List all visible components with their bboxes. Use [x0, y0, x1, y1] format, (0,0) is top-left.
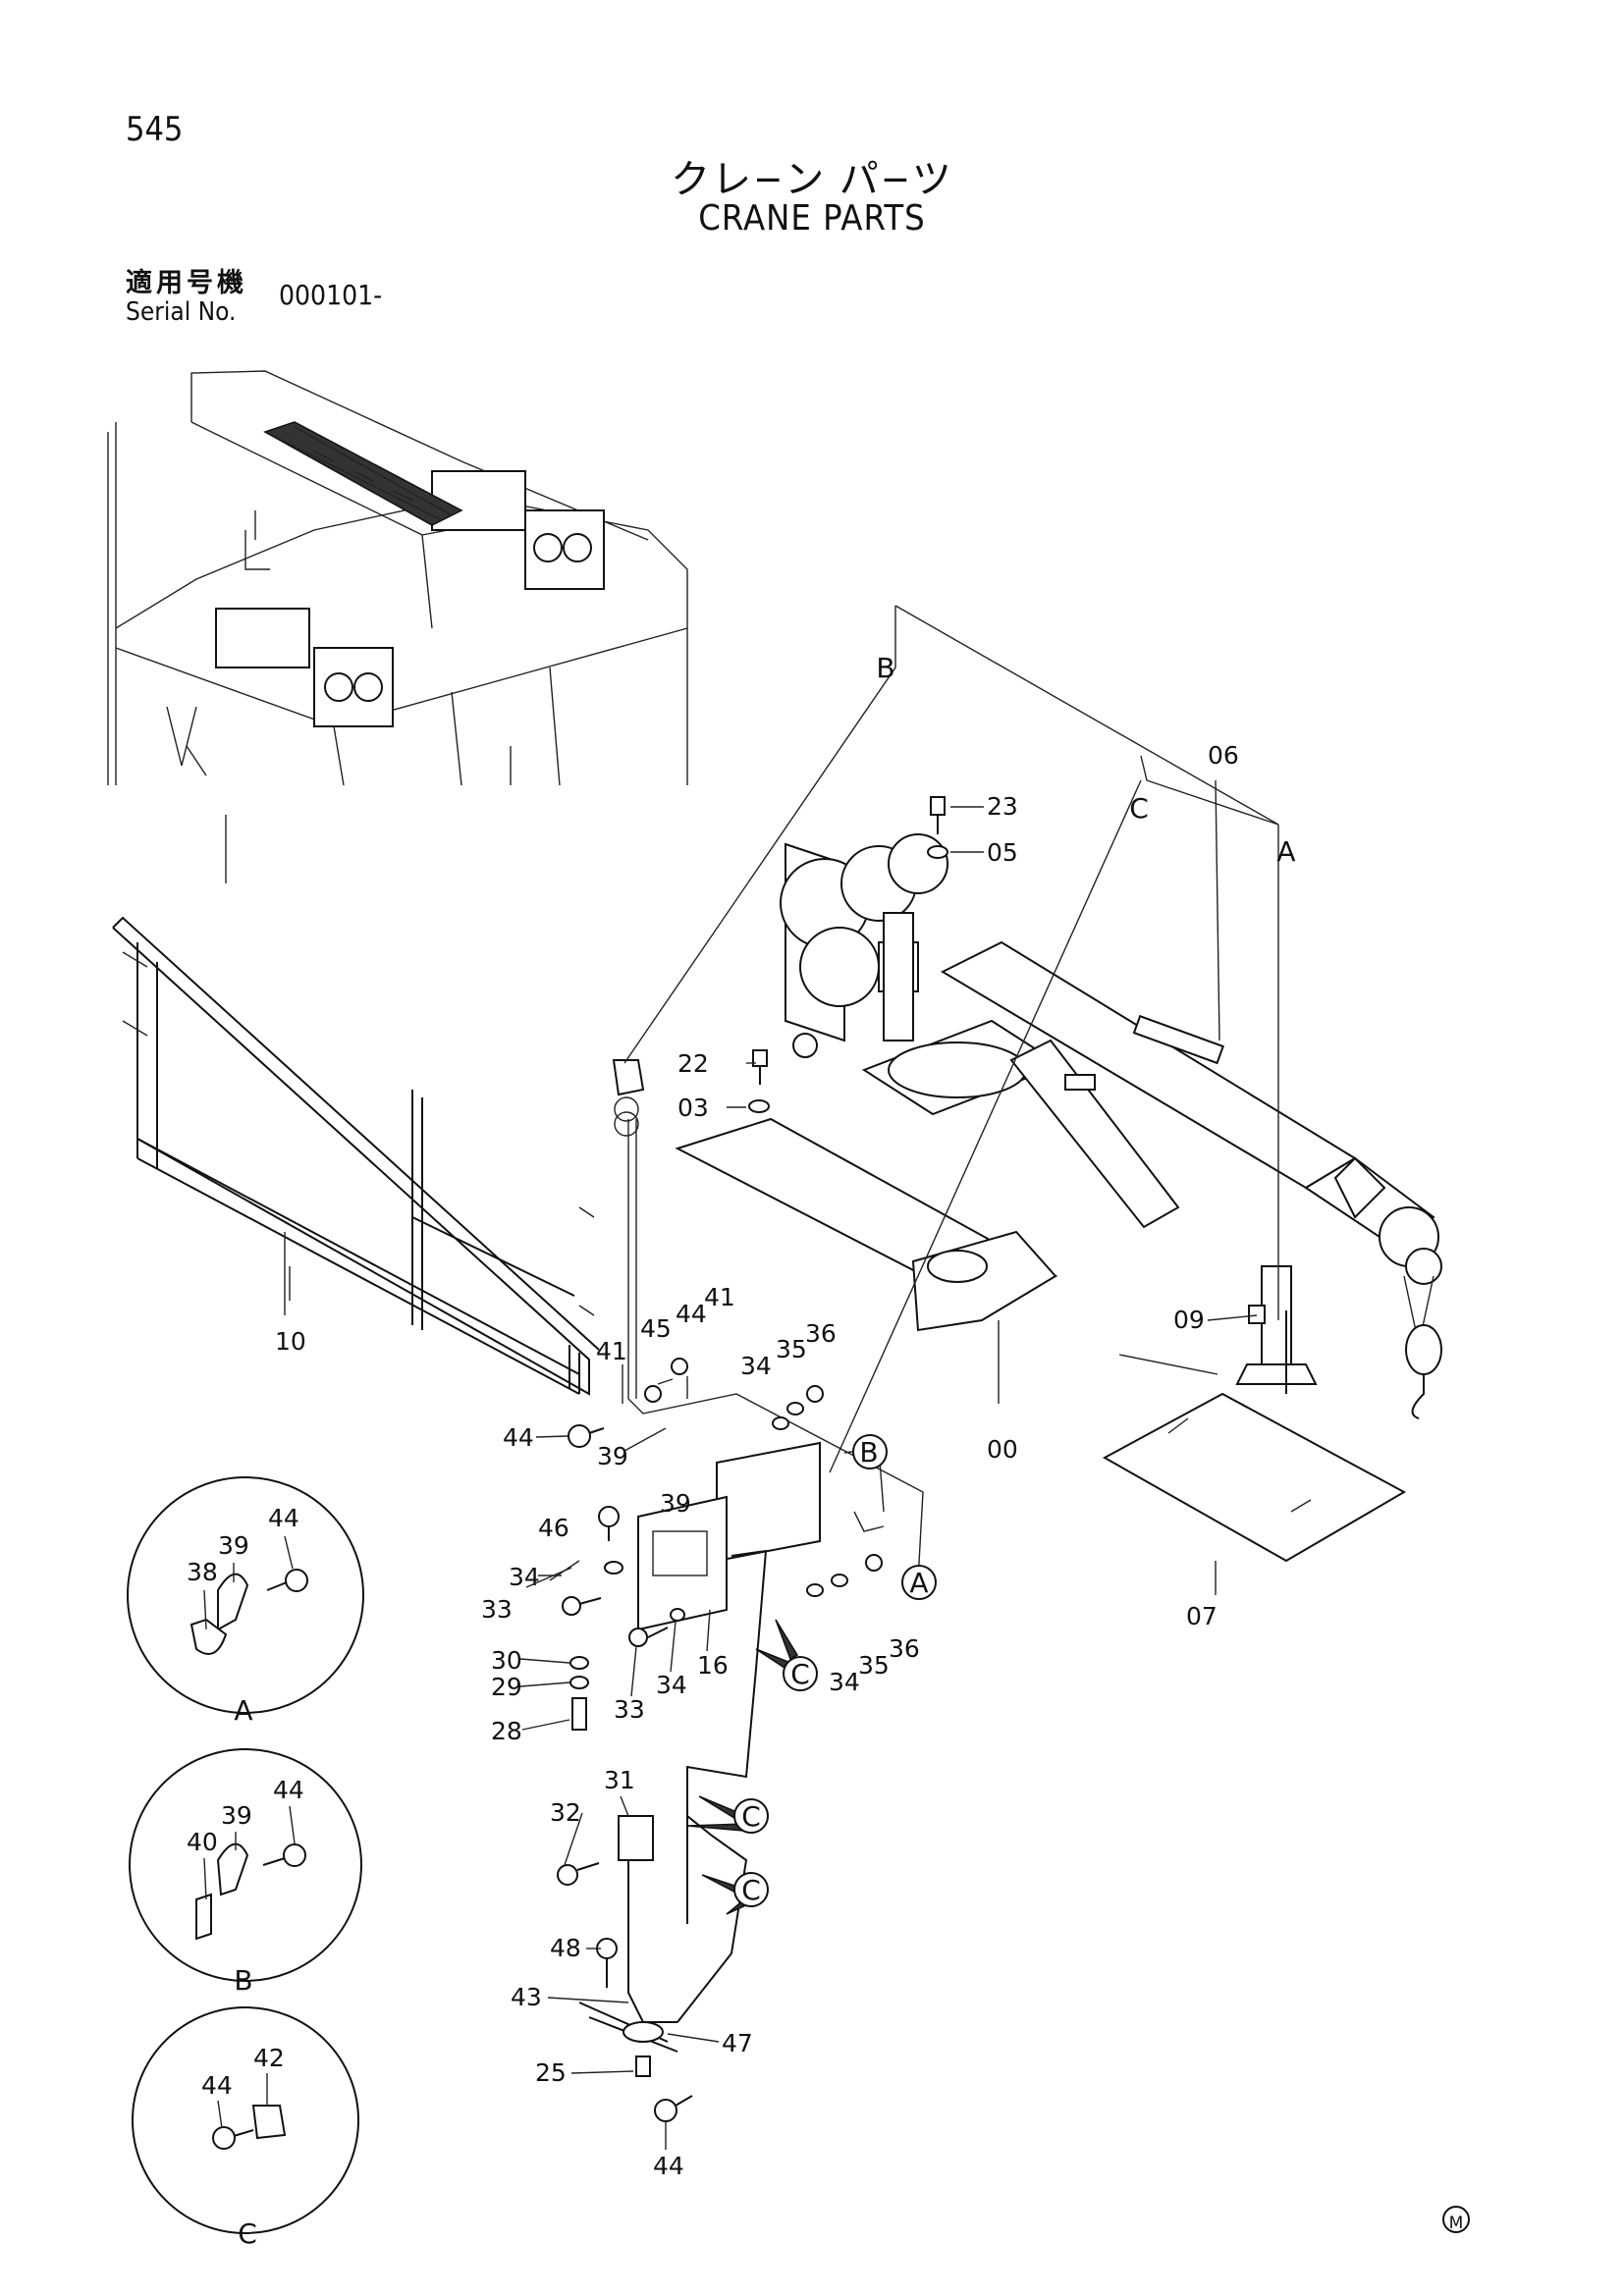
- part-label: 35: [858, 1651, 890, 1680]
- detail-label-c: C: [238, 2217, 257, 2250]
- detail-view-b: [129, 1748, 362, 1982]
- part-label: 31: [604, 1766, 635, 1794]
- part-label: 34: [656, 1671, 687, 1699]
- part-label: 33: [481, 1595, 513, 1624]
- svg-text:M: M: [1449, 2214, 1464, 2233]
- callout-c-circle-letter: C: [741, 1800, 761, 1833]
- crane-assembly: [780, 833, 1442, 1419]
- part-label: 45: [640, 1314, 672, 1343]
- callout-c-circle-letter: C: [741, 1874, 761, 1906]
- title-japanese: クレ−ン パ−ツ: [671, 157, 953, 202]
- leader-lines: [289, 605, 1279, 1595]
- part-label: 33: [614, 1695, 645, 1724]
- detail-part-label: 44: [268, 1504, 299, 1532]
- part-label: 43: [511, 1983, 542, 2011]
- part-label: 44: [653, 2152, 684, 2180]
- part-label: 09: [1173, 1306, 1205, 1334]
- part-label: 34: [829, 1668, 860, 1696]
- part-label: 44: [676, 1300, 707, 1328]
- label-leaders: [203, 1435, 720, 2150]
- part-label: 47: [722, 2029, 753, 2057]
- m-mark: M: [1442, 2206, 1470, 2233]
- machine-overview-drawing: [107, 370, 688, 883]
- callout-a-letter: A: [1276, 835, 1295, 868]
- part-label: 16: [697, 1651, 729, 1680]
- part-labels: 06 23 05 22 03 09 00 07 10 41 45 44 41 3…: [187, 741, 1239, 2180]
- callout-a-circle-letter: A: [909, 1567, 928, 1599]
- callout-c-circle-letter: C: [790, 1658, 810, 1690]
- part-label: 44: [503, 1423, 534, 1452]
- part-label: 07: [1186, 1602, 1218, 1630]
- part-label: 22: [677, 1049, 709, 1078]
- detail-part-label: 39: [218, 1531, 249, 1560]
- detail-part-label: 44: [201, 2071, 233, 2100]
- callout-circles: [733, 1434, 937, 1907]
- callout-b-letter: B: [876, 652, 894, 684]
- part-label: 23: [987, 792, 1018, 821]
- detail-part-label: 38: [187, 1558, 218, 1586]
- page-number: 545: [126, 110, 184, 149]
- part-label: 32: [550, 1798, 581, 1827]
- part-label: 36: [889, 1634, 920, 1663]
- part-label: 34: [740, 1352, 772, 1380]
- part-label: 39: [597, 1442, 628, 1470]
- detail-part-label: 40: [187, 1828, 218, 1856]
- detail-label-b: B: [234, 1964, 252, 1997]
- part-label: 06: [1208, 741, 1239, 770]
- part-label: 34: [509, 1563, 540, 1591]
- part-label: 36: [805, 1319, 837, 1348]
- detail-part-label: 42: [253, 2044, 285, 2072]
- part-label: 29: [491, 1673, 522, 1701]
- part-label: 41: [704, 1283, 735, 1311]
- base-plates-wiring: [578, 1059, 1407, 2077]
- serial-label-english: Serial No.: [126, 297, 237, 327]
- part-label: 00: [987, 1435, 1018, 1464]
- part-label: 48: [550, 1934, 581, 1962]
- part-label: 28: [491, 1717, 522, 1745]
- part-label: 03: [677, 1094, 709, 1122]
- part-label: 30: [491, 1646, 522, 1675]
- part-label: 05: [987, 838, 1018, 867]
- part-label: 10: [275, 1327, 306, 1356]
- detail-part-label: 39: [221, 1801, 252, 1830]
- guard-frame: [112, 916, 600, 1396]
- callout-b-circle-letter: B: [859, 1436, 878, 1468]
- serial-number-value: 000101-: [279, 279, 383, 311]
- detail-part-label: 44: [273, 1776, 304, 1804]
- detail-view-a: [127, 1476, 364, 1714]
- part-label: 35: [776, 1335, 807, 1363]
- part-label: 41: [596, 1337, 627, 1365]
- detail-label-a: A: [234, 1694, 252, 1727]
- detail-view-c: [132, 2006, 359, 2234]
- callout-c-letter: C: [1129, 792, 1149, 825]
- part-label: 39: [660, 1489, 691, 1518]
- title-english: CRANE PARTS: [698, 198, 926, 239]
- serial-label-japanese: 適用号機: [126, 268, 247, 298]
- part-label: 46: [538, 1514, 569, 1542]
- fasteners: [557, 796, 1266, 2122]
- part-label: 25: [535, 2058, 567, 2087]
